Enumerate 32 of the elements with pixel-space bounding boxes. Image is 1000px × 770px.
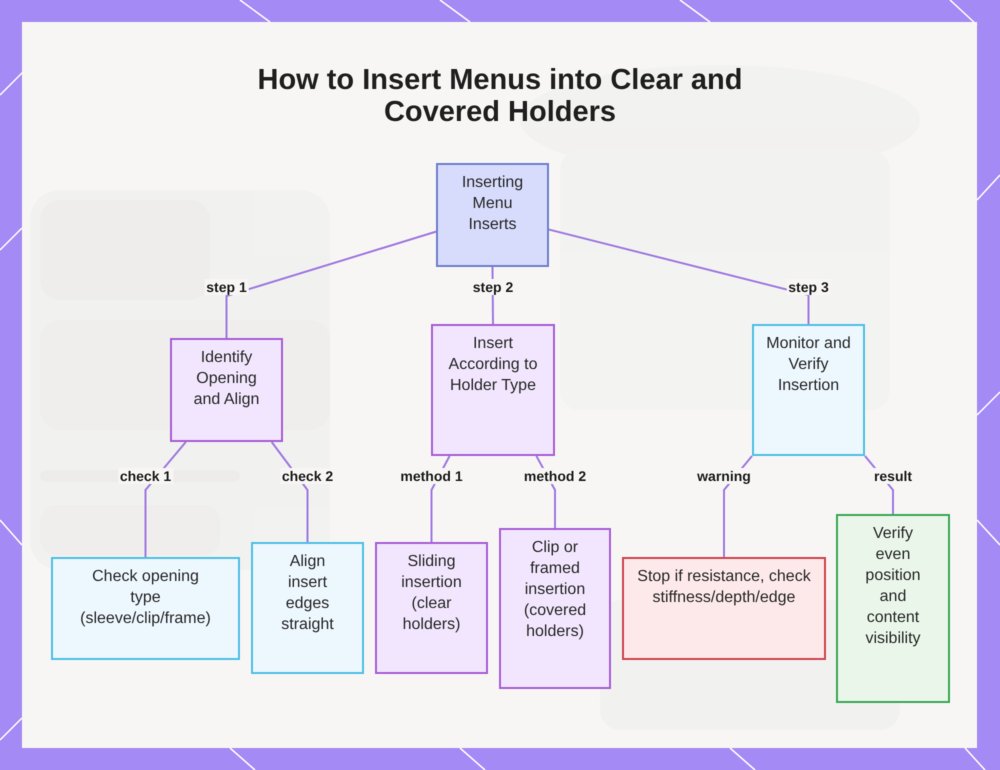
edge-label: method 1: [398, 468, 465, 484]
process-box: [51, 557, 240, 660]
edge-label: step 2: [470, 279, 516, 295]
process-box: [836, 514, 950, 703]
title: How to Insert Menus into Clear and Covered Holders: [256, 64, 744, 128]
edge-label: method 2: [522, 468, 588, 484]
box-text: Verify even position and content visibility: [864, 524, 922, 649]
box-text: Sliding insertion (clear holders): [400, 552, 463, 635]
process-box: [170, 338, 283, 442]
process-box: [436, 163, 549, 267]
edge-label: step 1: [204, 279, 249, 295]
edge-label: warning: [695, 468, 753, 484]
box-text: Monitor and Verify Insertion: [766, 334, 851, 396]
process-box: [431, 324, 555, 456]
edge-label: check 2: [280, 468, 336, 484]
edge-label: check 1: [118, 468, 174, 484]
box-text: Stop if resistance, check stiffness/depth/edge: [636, 567, 812, 608]
box-text: Inserting Menu Inserts: [460, 173, 524, 235]
process-box: [752, 324, 865, 456]
process-box: [622, 557, 826, 660]
edge-label: step 3: [786, 279, 831, 295]
process-box: [375, 542, 488, 674]
process-box: [251, 542, 364, 674]
process-box: [499, 528, 611, 689]
box-text: Insert According to Holder Type: [448, 334, 538, 396]
box-text: Align insert edges straight: [280, 552, 335, 635]
connector-line: [226, 230, 436, 338]
box-text: Identify Opening and Align: [192, 348, 260, 410]
box-text: Check opening type (sleeve/clip/frame): [79, 567, 212, 629]
connector-line: [548, 228, 810, 324]
box-text: Clip or framed insertion (covered holders): [522, 538, 588, 642]
edge-label: result: [872, 468, 914, 484]
